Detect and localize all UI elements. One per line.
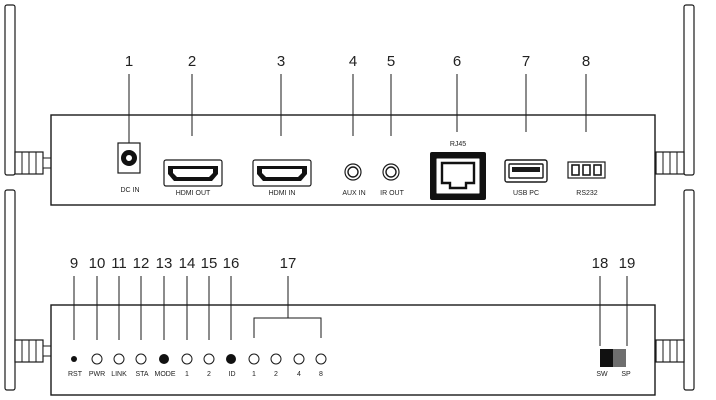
- callout-16: 16: [223, 255, 240, 272]
- hdmi-in-label: HDMI IN: [269, 190, 296, 197]
- ir-out-jack: [382, 163, 400, 181]
- dc-in-label: DC IN: [120, 187, 139, 194]
- callout-11: 11: [111, 255, 127, 272]
- bottom-left-antenna: [4, 189, 52, 391]
- callout-18: 18: [592, 255, 609, 272]
- link-label: LINK: [111, 371, 127, 378]
- dip-led-8: [315, 353, 327, 365]
- ir-out-label: IR OUT: [380, 190, 404, 197]
- callout-10: 10: [89, 255, 106, 272]
- hdmi-out-port: [163, 159, 223, 187]
- hdmi-in-port: [252, 159, 312, 187]
- callout-7: 7: [522, 53, 530, 70]
- callout-4: 4: [349, 53, 357, 70]
- callout-15: 15: [201, 255, 218, 272]
- id-label: ID: [229, 371, 236, 378]
- pwr-label: PWR: [89, 371, 105, 378]
- dc-in-port: [117, 142, 141, 174]
- callout-9: 9: [70, 255, 78, 272]
- rs232-label: RS232: [576, 190, 598, 197]
- dip-led-4: [293, 353, 305, 365]
- dip-8-label: 8: [319, 371, 323, 378]
- usb-pc-port: [504, 159, 548, 183]
- callout-14: 14: [179, 255, 196, 272]
- rst-label: RST: [68, 371, 83, 378]
- top-right-antenna: [647, 4, 695, 176]
- hdmi-out-label: HDMI OUT: [176, 190, 211, 197]
- aux-in-jack: [344, 163, 362, 181]
- id-button[interactable]: [226, 354, 236, 364]
- sw-sp-switch[interactable]: [600, 349, 626, 367]
- sta-led: [135, 353, 147, 365]
- callout-19: 19: [619, 255, 636, 272]
- callout-2: 2: [188, 53, 196, 70]
- rj45-label: RJ45: [450, 141, 466, 148]
- dip-led-1: [248, 353, 260, 365]
- callout-13: 13: [156, 255, 173, 272]
- sp-label: SP: [621, 371, 631, 378]
- top-left-antenna: [4, 4, 52, 176]
- link-led: [113, 353, 125, 365]
- sta-label: STA: [135, 371, 148, 378]
- sw-label: SW: [596, 371, 608, 378]
- callout-12: 12: [133, 255, 150, 272]
- top-panel: 1 2 3 4 5 6 7 8 DC IN HDMI OUT: [4, 4, 695, 206]
- dip-led-2: [270, 353, 282, 365]
- led-1-label: 1: [185, 371, 189, 378]
- dip-2-label: 2: [274, 371, 278, 378]
- led-2-label: 2: [207, 371, 211, 378]
- callout-5: 5: [387, 53, 395, 70]
- callout-1: 1: [125, 53, 133, 70]
- dip-4-label: 4: [297, 371, 301, 378]
- bottom-panel-body: [50, 304, 656, 396]
- rs232-port: [567, 161, 606, 179]
- dip-1-label: 1: [252, 371, 256, 378]
- bottom-panel: 9 10 11 12 13 14 15 16 17 18 19: [4, 189, 695, 396]
- callout-8: 8: [582, 53, 590, 70]
- led-1: [181, 353, 193, 365]
- aux-in-label: AUX IN: [342, 190, 365, 197]
- reset-button[interactable]: [71, 356, 77, 362]
- usb-pc-label: USB PC: [513, 190, 539, 197]
- pwr-led: [91, 353, 103, 365]
- mode-label: MODE: [155, 371, 176, 378]
- callout-17: 17: [280, 255, 297, 272]
- rj45-port: [430, 152, 486, 200]
- callout-3: 3: [277, 53, 285, 70]
- callout-6: 6: [453, 53, 461, 70]
- mode-button[interactable]: [159, 354, 169, 364]
- led-2: [203, 353, 215, 365]
